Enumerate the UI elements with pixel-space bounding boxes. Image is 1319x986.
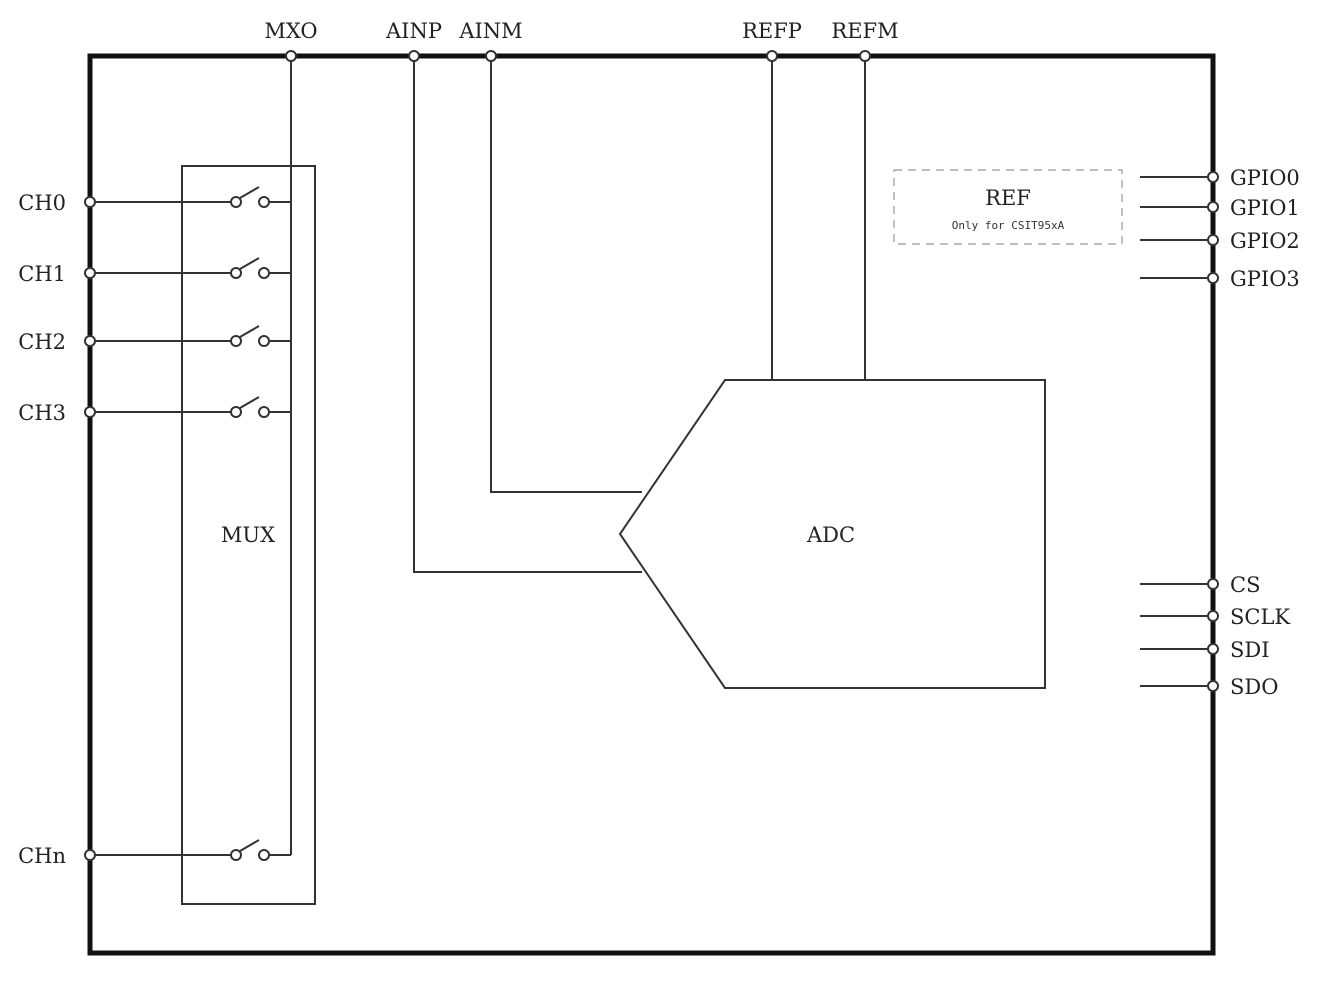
top-pins: MXO AINP AINM REFP REFM — [264, 19, 899, 62]
mux-label: MUX — [221, 523, 275, 547]
right-pin: SDI — [1140, 638, 1270, 662]
switch-contact — [230, 849, 242, 861]
ref-box — [893, 169, 1123, 245]
switch-contact — [230, 335, 242, 347]
pin-ainm — [485, 50, 497, 62]
pin-circle — [1207, 201, 1219, 213]
switch-contact — [230, 406, 242, 418]
label-refm: REFM — [831, 19, 898, 43]
pin-refp — [766, 50, 778, 62]
channel-1: CH1 — [18, 257, 291, 286]
pin-refm — [859, 50, 871, 62]
pin-label: SDI — [1230, 638, 1270, 662]
adc-block — [618, 379, 1046, 689]
pin-label: CS — [1230, 573, 1260, 597]
pin-ch — [84, 335, 96, 347]
channel-0: CH0 — [18, 186, 291, 215]
right-pin: SDO — [1140, 675, 1278, 699]
pin-label: SDO — [1230, 675, 1278, 699]
pin-circle — [1207, 680, 1219, 692]
pin-label: GPIO2 — [1230, 229, 1300, 253]
pin-ch — [84, 406, 96, 418]
switch-contact — [258, 335, 270, 347]
right-pin: GPIO1 — [1140, 196, 1300, 220]
right-pin: SCLK — [1140, 605, 1290, 629]
right-pin: GPIO3 — [1140, 267, 1300, 291]
switch-contact — [230, 196, 242, 208]
right-pin: GPIO2 — [1140, 229, 1300, 253]
pin-label: SCLK — [1230, 605, 1290, 629]
switch-lever — [239, 396, 260, 409]
channel-label: CH2 — [18, 330, 66, 354]
pin-circle — [1207, 234, 1219, 246]
pin-ch — [84, 849, 96, 861]
ainm-wire — [490, 56, 642, 493]
right-pin: GPIO0 — [1140, 166, 1300, 190]
label-mxo: MXO — [264, 19, 317, 43]
pin-circle — [1207, 578, 1219, 590]
channel-3: CH3 — [18, 396, 291, 425]
switch-lever — [239, 325, 260, 338]
switch-contact — [258, 849, 270, 861]
switch-contact — [258, 267, 270, 279]
ref-note: Only for CSIT95xA — [952, 219, 1065, 232]
switch-contact — [230, 267, 242, 279]
switch-contact — [258, 406, 270, 418]
pin-circle — [1207, 272, 1219, 284]
channel-label: CHn — [18, 844, 66, 868]
label-ainm: AINM — [458, 19, 522, 43]
switch-lever — [239, 186, 260, 199]
switch-lever — [239, 257, 260, 270]
pin-ch — [84, 267, 96, 279]
switch-contact — [258, 196, 270, 208]
pin-circle — [1207, 171, 1219, 183]
pin-circle — [1207, 643, 1219, 655]
channel-label: CH1 — [18, 262, 66, 286]
channel-2: CH2 — [18, 325, 291, 354]
pin-mxo — [285, 50, 297, 62]
label-ainp: AINP — [385, 19, 442, 43]
pin-label: GPIO0 — [1230, 166, 1300, 190]
mux-block — [181, 165, 316, 905]
channel-label: CH0 — [18, 191, 66, 215]
label-refp: REFP — [742, 19, 802, 43]
pin-circle — [1207, 610, 1219, 622]
pin-ch — [84, 196, 96, 208]
chip-outline — [87, 53, 1216, 956]
ref-title: REF — [985, 186, 1031, 210]
pin-label: GPIO1 — [1230, 196, 1300, 220]
channel-4: CHn — [18, 839, 291, 868]
pin-label: GPIO3 — [1230, 267, 1300, 291]
switch-lever — [239, 839, 260, 852]
pin-ainp — [408, 50, 420, 62]
adc-label: ADC — [806, 523, 855, 547]
right-pin: CS — [1140, 573, 1260, 597]
channel-label: CH3 — [18, 401, 66, 425]
ainp-wire — [413, 56, 642, 573]
